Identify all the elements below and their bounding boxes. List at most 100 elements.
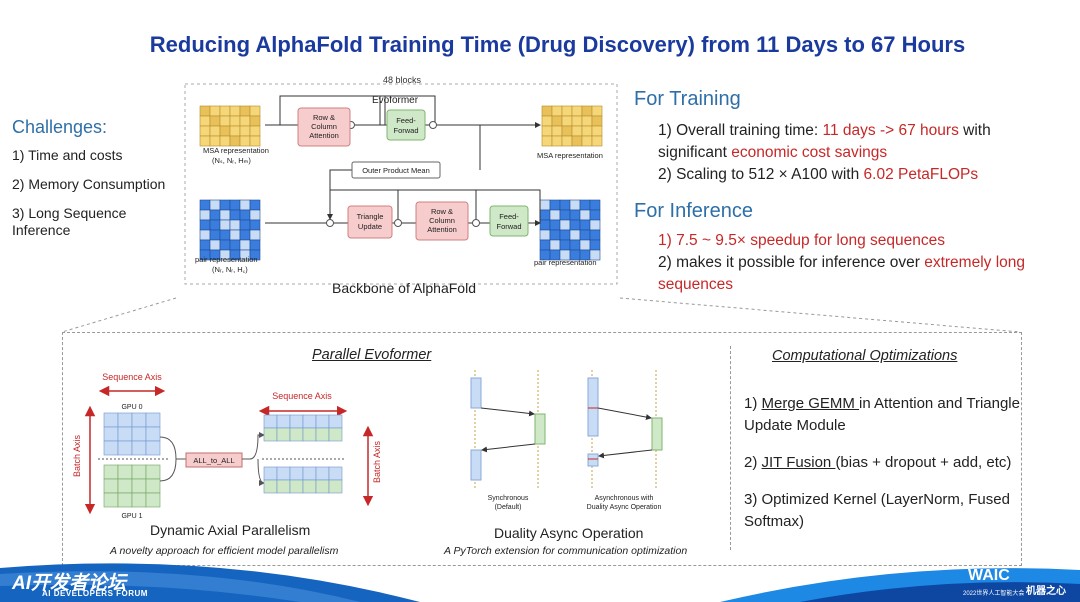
pair-grid-input bbox=[199, 199, 261, 261]
grid-cell bbox=[249, 115, 261, 127]
grid-cell bbox=[229, 239, 241, 251]
pair-rep-out-label: pair representation bbox=[534, 258, 597, 267]
grid-cell bbox=[569, 219, 581, 231]
grid-cell bbox=[581, 105, 593, 117]
grid-cell bbox=[239, 135, 251, 147]
grid-cell bbox=[249, 105, 261, 117]
parallel-evoformer-heading: Parallel Evoformer bbox=[312, 347, 432, 363]
grid-cell bbox=[559, 219, 571, 231]
grid-cell bbox=[229, 115, 241, 127]
dap-caption: Dynamic Axial Parallelism bbox=[150, 522, 311, 538]
grid-cell bbox=[117, 478, 133, 494]
grid-cell bbox=[569, 199, 581, 211]
duality-async-diagram: Synchronous (Default) Asynchronous with … bbox=[470, 370, 663, 511]
alphafold-backbone-diagram: 48 blocks Evoformer MSA representation (… bbox=[184, 75, 618, 285]
msa-rep-label: MSA representation bbox=[203, 146, 269, 155]
grid-cell bbox=[581, 115, 593, 127]
footer-logo-cn: AI开发者论坛 bbox=[12, 573, 127, 594]
grid-cell bbox=[328, 414, 343, 429]
msa-grid-output bbox=[541, 105, 603, 147]
grid-cell bbox=[551, 125, 563, 137]
grid-cell bbox=[551, 135, 563, 147]
grid-cell bbox=[219, 135, 231, 147]
grid-cell bbox=[315, 479, 330, 494]
grid-cell bbox=[145, 440, 161, 456]
grid-cell bbox=[249, 209, 261, 221]
batch-axis-right-label: Batch Axis bbox=[372, 440, 382, 483]
grid-cell bbox=[569, 229, 581, 241]
svg-text:Feed-: Feed- bbox=[499, 212, 519, 221]
grid-cell bbox=[276, 466, 291, 481]
grid-cell bbox=[581, 125, 593, 137]
grid-cell bbox=[249, 239, 261, 251]
grid-cell bbox=[103, 426, 119, 442]
grid-cell bbox=[219, 239, 231, 251]
dao-subcaption: A PyTorch extension for communication op… bbox=[444, 545, 688, 557]
grid-cell bbox=[549, 239, 561, 251]
jiqizhixin-logo: 机器之心 bbox=[1026, 586, 1066, 597]
grid-cell bbox=[249, 219, 261, 231]
grid-cell bbox=[263, 414, 278, 429]
grid-cell bbox=[328, 466, 343, 481]
grid-cell bbox=[219, 105, 231, 117]
grid-cell bbox=[539, 209, 551, 221]
grid-cell bbox=[263, 466, 278, 481]
grid-cell bbox=[549, 219, 561, 231]
svg-text:Row &: Row & bbox=[313, 113, 335, 122]
grid-cell bbox=[219, 115, 231, 127]
grid-cell bbox=[239, 229, 251, 241]
grid-cell bbox=[302, 427, 317, 442]
backbone-caption: Backbone of AlphaFold bbox=[332, 280, 476, 296]
inference-heading: For Inference bbox=[634, 200, 753, 222]
optimization-item-2: 2) JIT Fusion (bias + dropout + add, etc… bbox=[744, 454, 1012, 471]
grid-cell bbox=[103, 478, 119, 494]
grid-cell bbox=[569, 209, 581, 221]
grid-cell bbox=[539, 239, 551, 251]
grid-cell bbox=[199, 115, 211, 127]
waic-logo: WAIC bbox=[968, 567, 1010, 584]
grid-cell bbox=[315, 427, 330, 442]
panel-divider bbox=[730, 346, 731, 550]
svg-text:Attention: Attention bbox=[427, 225, 457, 234]
grid-cell bbox=[276, 479, 291, 494]
zoom-connector bbox=[61, 297, 1021, 333]
svg-text:ALL_to_ALL: ALL_to_ALL bbox=[193, 456, 234, 465]
inference-line-1: 1) 7.5 ~ 9.5× speedup for long sequences bbox=[658, 232, 945, 249]
grid-cell bbox=[579, 239, 591, 251]
grid-cell bbox=[145, 426, 161, 442]
training-line-3: 2) Scaling to 512 × A100 with 6.02 PetaF… bbox=[658, 166, 979, 183]
svg-text:Asynchronous with: Asynchronous with bbox=[595, 495, 654, 502]
grid-cell bbox=[117, 492, 133, 508]
grid-cell bbox=[561, 135, 573, 147]
grid-cell bbox=[551, 105, 563, 117]
grid-cell bbox=[579, 229, 591, 241]
grid-cell bbox=[209, 199, 221, 211]
grid-cell bbox=[589, 209, 601, 221]
grid-cell bbox=[571, 105, 583, 117]
challenge-item-memory: 2) Memory Consumption bbox=[12, 176, 166, 192]
blocks-frame bbox=[184, 83, 618, 285]
svg-text:Column: Column bbox=[429, 216, 455, 225]
grid-cell bbox=[289, 427, 304, 442]
gpu1-label: GPU 1 bbox=[121, 513, 142, 520]
grid-cell bbox=[561, 125, 573, 137]
dap-subcaption: A novelty approach for efficient model p… bbox=[110, 545, 339, 557]
grid-cell bbox=[541, 105, 553, 117]
grid-cell bbox=[263, 479, 278, 494]
footer-logo-en: AI DEVELOPERS FORUM bbox=[42, 589, 148, 598]
grid-cell bbox=[561, 105, 573, 117]
grid-cell bbox=[302, 479, 317, 494]
grid-cell bbox=[229, 135, 241, 147]
msa-rep-dims: (Nₛ, Nᵣ, Hₘ) bbox=[212, 156, 251, 165]
grid-cell bbox=[229, 229, 241, 241]
grid-cell bbox=[549, 199, 561, 211]
grid-cell bbox=[571, 115, 583, 127]
grid-cell bbox=[263, 427, 278, 442]
svg-text:Attention: Attention bbox=[309, 131, 339, 140]
grid-cell bbox=[581, 135, 593, 147]
grid-cell bbox=[302, 414, 317, 429]
grid-cell bbox=[559, 209, 571, 221]
grid-cell bbox=[591, 115, 603, 127]
grid-cell bbox=[117, 440, 133, 456]
grid-cell bbox=[131, 412, 147, 428]
